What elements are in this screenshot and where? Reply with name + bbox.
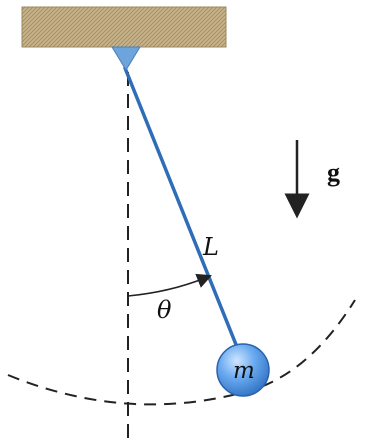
swing-arc — [7, 299, 356, 406]
pivot-icon — [111, 46, 141, 71]
pendulum-bob — [216, 343, 270, 397]
length-label: L — [202, 233, 219, 261]
gravity-label: g — [327, 158, 340, 187]
ceiling-support — [21, 6, 227, 48]
mass-label: m — [233, 358, 255, 384]
angle-label: θ — [157, 296, 172, 324]
pendulum-rod — [123, 66, 245, 364]
angle-arc — [127, 273, 212, 297]
